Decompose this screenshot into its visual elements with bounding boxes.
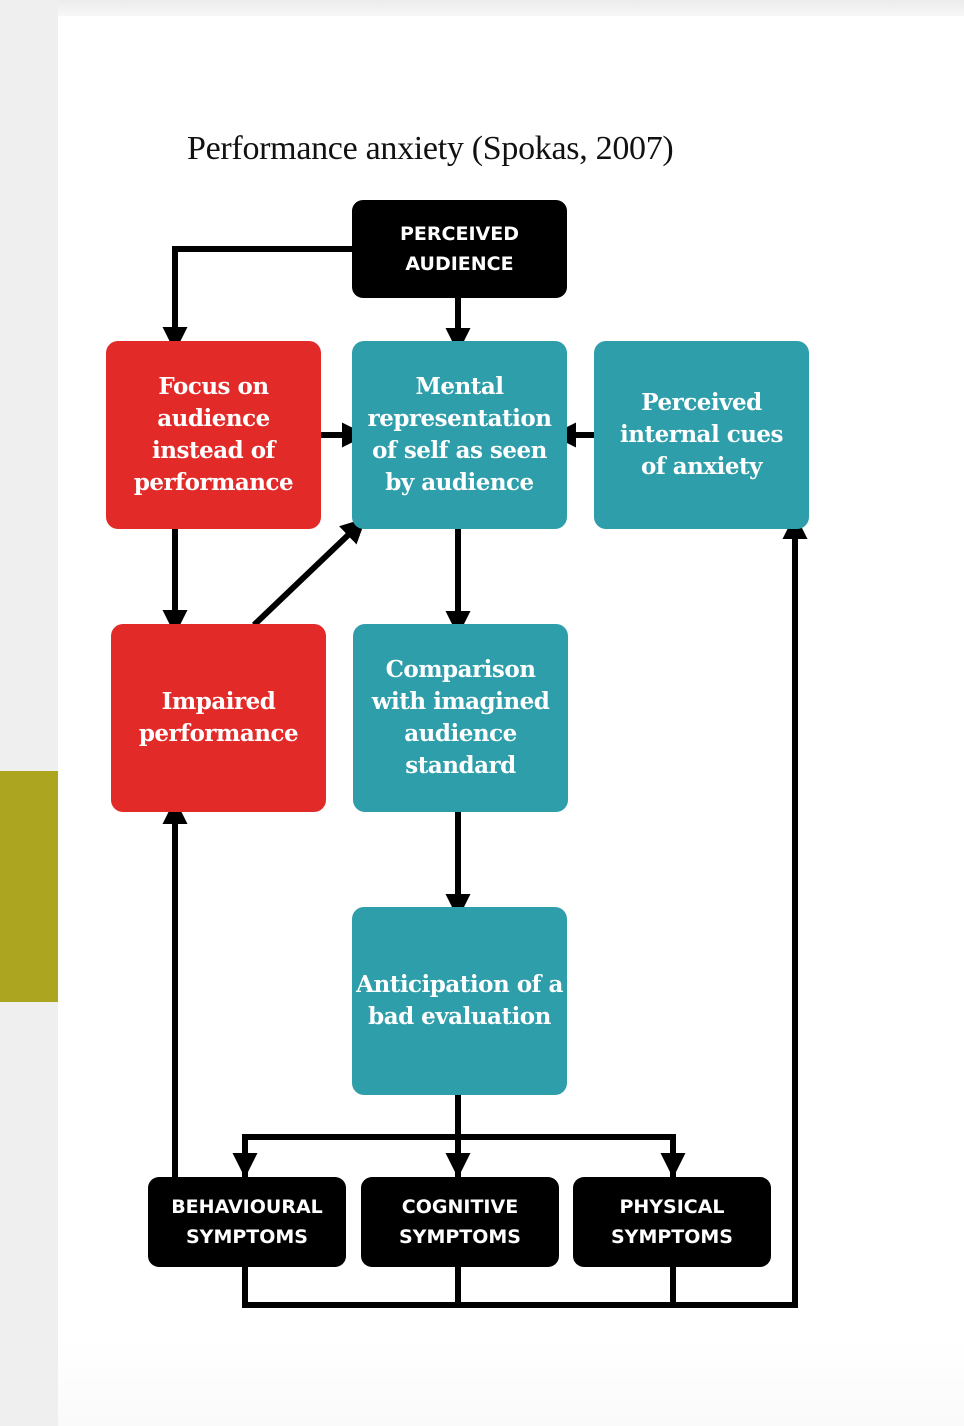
node-line: AUDIENCE (405, 253, 514, 275)
top-shadow (58, 0, 964, 16)
node-impaired-performance: Impaired performance (111, 624, 326, 812)
edge-impaired-to-mental (251, 515, 369, 628)
node-line: audience (157, 405, 270, 432)
bottom-shadow (58, 1340, 964, 1426)
node-line: representation (367, 405, 552, 432)
node-line: internal cues (619, 421, 784, 448)
node-line: Mental (415, 373, 504, 400)
node-line: by audience (385, 469, 534, 496)
node-anticipation: Anticipation of a bad evaluation (352, 907, 567, 1095)
node-line: Focus on (158, 373, 269, 400)
node-line: performance (133, 469, 294, 496)
node-line: BEHAVIOURAL (171, 1196, 323, 1218)
node-line: bad evaluation (368, 1003, 551, 1030)
node-line: with imagined (371, 688, 550, 715)
edge-symptoms-to-cues (242, 514, 808, 1308)
node-line: PHYSICAL (619, 1196, 725, 1218)
node-line: Perceived (641, 389, 762, 416)
node-line: SYMPTOMS (611, 1226, 733, 1248)
edge-perceived-to-focus (162, 246, 353, 352)
node-line: Anticipation of a (356, 971, 563, 998)
node-line: audience (404, 720, 517, 747)
node-mental-representation: Mental representation of self as seen by… (352, 341, 567, 529)
node-line: of anxiety (641, 453, 762, 480)
node-behavioural-symptoms: BEHAVIOURAL SYMPTOMS (148, 1177, 346, 1267)
left-accent-bar (0, 771, 58, 1002)
node-comparison: Comparison with imagined audience standa… (353, 624, 568, 812)
node-perceived-audience: PERCEIVED AUDIENCE (352, 200, 567, 298)
node-line: instead of (152, 437, 275, 464)
node-line: PERCEIVED (400, 223, 519, 245)
node-cognitive-symptoms: COGNITIVE SYMPTOMS (361, 1177, 559, 1267)
node-line: Comparison (385, 656, 536, 683)
page-left-margin (0, 0, 58, 1426)
node-focus-on-audience: Focus on audience instead of performance (106, 341, 321, 529)
node-line: of self as seen (372, 437, 547, 464)
node-internal-cues: Perceived internal cues of anxiety (594, 341, 809, 529)
node-line: COGNITIVE (401, 1196, 519, 1218)
node-line: Impaired (161, 688, 276, 715)
node-physical-symptoms: PHYSICAL SYMPTOMS (573, 1177, 771, 1267)
node-line: performance (138, 720, 299, 747)
diagram-title: Performance anxiety (Spokas, 2007) (187, 130, 674, 167)
node-line: SYMPTOMS (399, 1226, 521, 1248)
node-line: SYMPTOMS (186, 1226, 308, 1248)
node-line: standard (405, 752, 516, 779)
